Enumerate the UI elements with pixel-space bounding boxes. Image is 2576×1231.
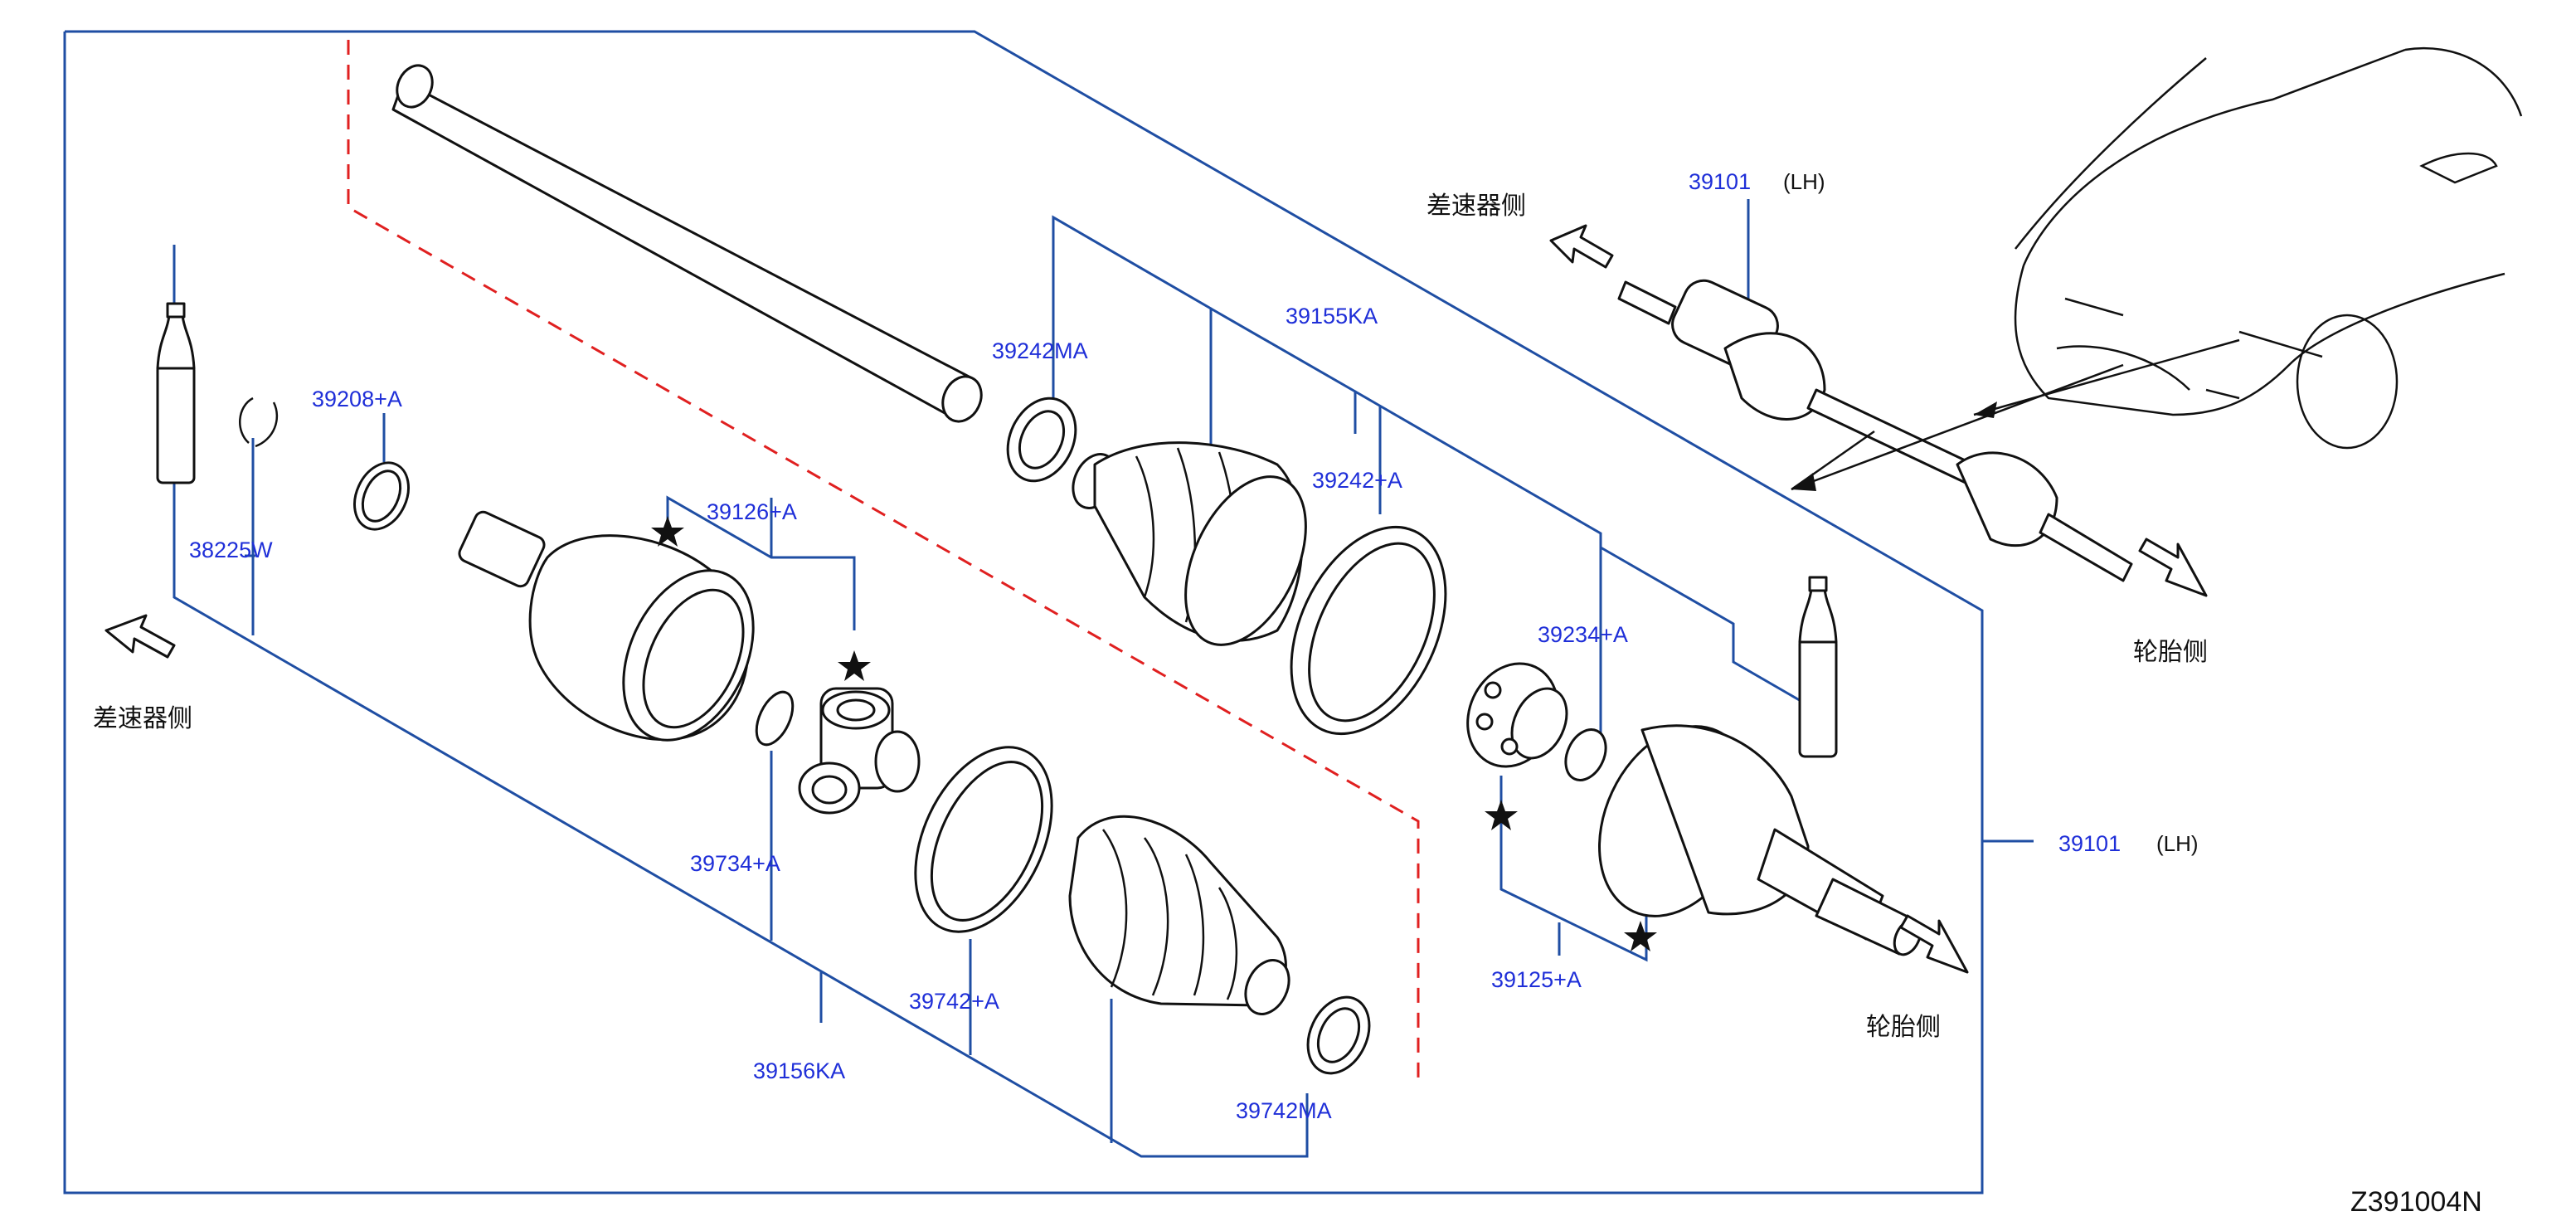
label-lh-main: (LH) bbox=[2156, 831, 2199, 856]
snap-ring-39734A bbox=[755, 690, 795, 747]
tripod-joint bbox=[798, 687, 921, 815]
inset-axle-assembly bbox=[1617, 279, 2133, 582]
label-tire-side-inset: 轮胎侧 bbox=[2133, 638, 2208, 667]
label-39155KA: 39155KA bbox=[1286, 304, 1378, 328]
joint-housing-left bbox=[458, 510, 755, 742]
label-39742MA: 39742MA bbox=[1236, 1098, 1332, 1123]
clamp-ring-39208A bbox=[353, 461, 410, 531]
grease-tube-left bbox=[156, 302, 196, 484]
label-39242MA: 39242MA bbox=[992, 338, 1088, 363]
label-39742A: 39742+A bbox=[909, 989, 999, 1014]
label-39156KA: 39156KA bbox=[753, 1058, 845, 1083]
inset-pointer-arrows bbox=[1791, 338, 2240, 491]
boot-band-39242A bbox=[1290, 525, 1447, 736]
section-dashed-outline bbox=[347, 40, 1420, 1084]
label-differential-side-left: 差速器侧 bbox=[93, 704, 192, 733]
grease-tube-right bbox=[1798, 576, 1838, 758]
label-lh-inset: (LH) bbox=[1783, 169, 1825, 194]
snap-ring-39234A bbox=[1564, 728, 1607, 781]
boot-lower bbox=[1068, 815, 1290, 1015]
boot-upper bbox=[1072, 441, 1307, 646]
ball-cage bbox=[1466, 662, 1568, 768]
label-39126A: 39126+A bbox=[707, 499, 797, 524]
label-39208A: 39208+A bbox=[312, 387, 402, 411]
star-icon bbox=[1485, 800, 1518, 830]
boot-band-39242MA bbox=[1006, 397, 1077, 483]
star-icon bbox=[651, 516, 684, 547]
star-icon bbox=[1624, 921, 1657, 951]
boot-band-39742MA bbox=[1306, 995, 1371, 1075]
leader-group-right bbox=[1052, 215, 1213, 465]
label-39234A: 39234+A bbox=[1538, 622, 1628, 647]
label-differential-side-inset: 差速器侧 bbox=[1427, 192, 1526, 221]
arrow-icon bbox=[104, 224, 2208, 974]
axle-shaft bbox=[391, 64, 983, 423]
label-39125A: 39125+A bbox=[1491, 967, 1582, 992]
snap-ring-38225W bbox=[238, 397, 279, 448]
leader-lines bbox=[63, 30, 2034, 1195]
label-tire-side-main: 轮胎侧 bbox=[1866, 1013, 1941, 1042]
boot-band-39742A bbox=[914, 746, 1053, 933]
leader-group-left bbox=[173, 245, 1309, 1158]
label-39242A: 39242+A bbox=[1312, 468, 1402, 493]
star-icon bbox=[838, 650, 871, 681]
joint-housing-right bbox=[1598, 724, 1922, 956]
label-38225W: 38225W bbox=[189, 538, 273, 562]
label-39734A: 39734+A bbox=[690, 851, 780, 876]
label-39101-inset: 39101 bbox=[1689, 169, 1751, 194]
main-frame-outline bbox=[63, 30, 1984, 1195]
label-39101-main: 39101 bbox=[2058, 831, 2121, 856]
inset-car-outline bbox=[2014, 46, 2523, 450]
figure-code: Z391004N bbox=[2350, 1186, 2482, 1218]
